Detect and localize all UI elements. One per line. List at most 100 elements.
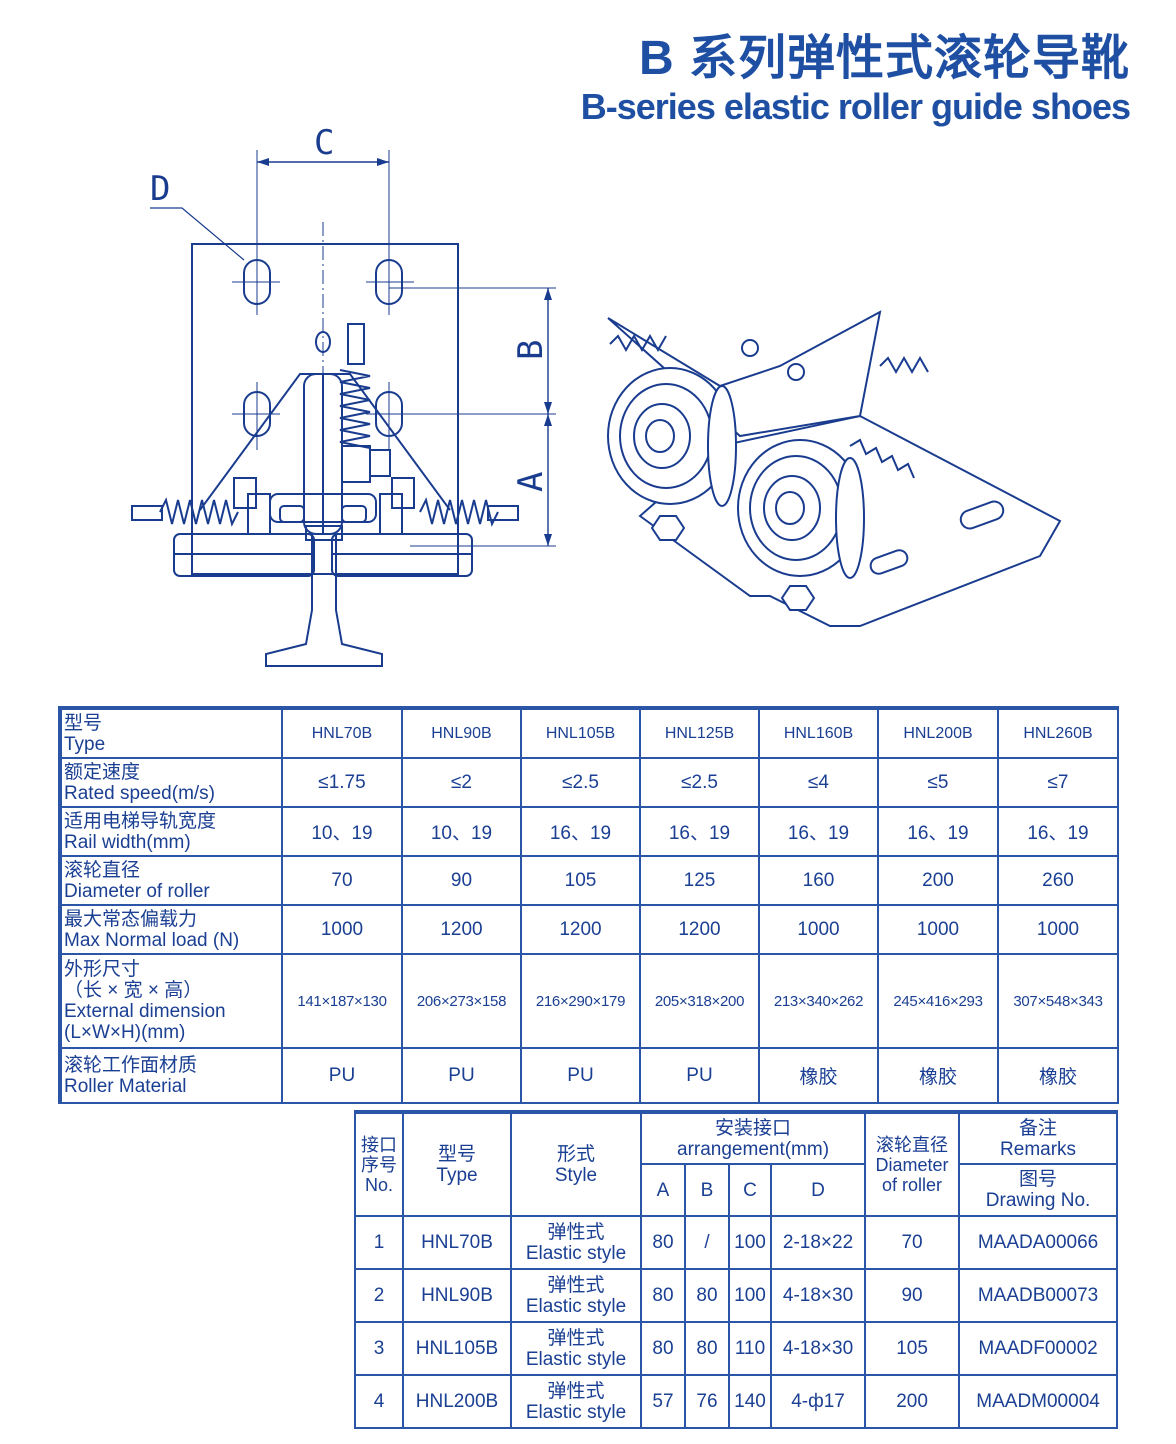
model-header: HNL105B [520, 707, 641, 759]
cell-diameter: 105 [864, 1321, 961, 1376]
cell-c: 140 [728, 1374, 772, 1429]
table-cell: 245×416×293 [877, 953, 999, 1049]
model-header: HNL90B [401, 707, 522, 759]
cell-b: / [684, 1215, 730, 1270]
cell-a: 57 [640, 1374, 686, 1429]
header-b: B [684, 1163, 730, 1217]
cell-diameter: 200 [864, 1374, 961, 1429]
table-cell: 1000 [997, 904, 1119, 955]
cell-c: 100 [728, 1215, 772, 1270]
table-cell: 10、19 [401, 806, 522, 857]
header-a: A [640, 1163, 686, 1217]
table-cell: 70 [281, 855, 403, 906]
table-cell: 307×548×343 [997, 953, 1119, 1049]
table-cell: 90 [401, 855, 522, 906]
header-d: D [769, 1163, 867, 1217]
model-header: HNL125B [639, 707, 760, 759]
table-cell: 216×290×179 [520, 953, 641, 1049]
model-header: HNL160B [758, 707, 879, 759]
cell-a: 80 [640, 1215, 686, 1270]
table-cell: 16、19 [758, 806, 879, 857]
cell-b: 76 [684, 1374, 730, 1429]
table-cell: 16、19 [520, 806, 641, 857]
table-cell: 205×318×200 [639, 953, 760, 1049]
table-cell: 1200 [401, 904, 522, 955]
cell-type: HNL200B [402, 1374, 512, 1429]
title-chinese: B 系列弹性式滚轮导靴 [638, 32, 1130, 85]
cell-d: 4-18×30 [769, 1321, 867, 1376]
dimension-label-c: C [314, 123, 334, 163]
model-header: HNL200B [877, 707, 999, 759]
table-cell: 105 [520, 855, 641, 906]
cell-b: 80 [684, 1268, 730, 1323]
model-header: HNL260B [997, 707, 1119, 759]
cell-drawing-no: MAADM00004 [958, 1374, 1119, 1429]
cell-drawing-no: MAADA00066 [958, 1215, 1119, 1270]
cell-no: 1 [354, 1215, 404, 1270]
cell-type: HNL70B [402, 1215, 512, 1270]
table-cell: ≤7 [997, 757, 1119, 808]
cell-type: HNL105B [402, 1321, 512, 1376]
mounting-plate [191, 243, 459, 575]
table-cell: PU [401, 1047, 522, 1104]
cell-diameter: 90 [864, 1268, 961, 1323]
cell-c: 100 [728, 1268, 772, 1323]
cell-a: 80 [640, 1321, 686, 1376]
cell-drawing-no: MAADB00073 [958, 1268, 1119, 1323]
table-cell: 10、19 [281, 806, 403, 857]
table-cell: 1000 [281, 904, 403, 955]
table-cell: PU [520, 1047, 641, 1104]
table-cell: 16、19 [877, 806, 999, 857]
table-cell: 1200 [639, 904, 760, 955]
cell-no: 4 [354, 1374, 404, 1429]
cell-diameter: 70 [864, 1215, 961, 1270]
table-cell: 141×187×130 [281, 953, 403, 1049]
cell-b: 80 [684, 1321, 730, 1376]
dimension-label-d: D [150, 169, 170, 209]
table-cell: 橡胶 [758, 1047, 879, 1104]
cell-c: 110 [728, 1321, 772, 1376]
spec-row-dimensions: 外形尺寸（长 × 宽 × 高）External dimension(L×W×H)… [58, 953, 1119, 1049]
header-c: C [728, 1163, 772, 1217]
model-header: HNL70B [281, 707, 403, 759]
table-cell: ≤2.5 [520, 757, 641, 808]
table-cell: ≤5 [877, 757, 999, 808]
table-cell: ≤2 [401, 757, 522, 808]
table-cell: 260 [997, 855, 1119, 906]
cell-d: 2-18×22 [769, 1215, 867, 1270]
table-cell: PU [281, 1047, 403, 1104]
cell-d: 4-ф17 [769, 1374, 867, 1429]
cell-no: 3 [354, 1321, 404, 1376]
table-cell: 橡胶 [877, 1047, 999, 1104]
table-cell: 160 [758, 855, 879, 906]
isometric-view-drawing [607, 310, 1062, 627]
cell-a: 80 [640, 1268, 686, 1323]
table-cell: 16、19 [639, 806, 760, 857]
table-cell: 1200 [520, 904, 641, 955]
cell-drawing-no: MAADF00002 [958, 1321, 1119, 1376]
table-cell: ≤2.5 [639, 757, 760, 808]
cell-no: 2 [354, 1268, 404, 1323]
